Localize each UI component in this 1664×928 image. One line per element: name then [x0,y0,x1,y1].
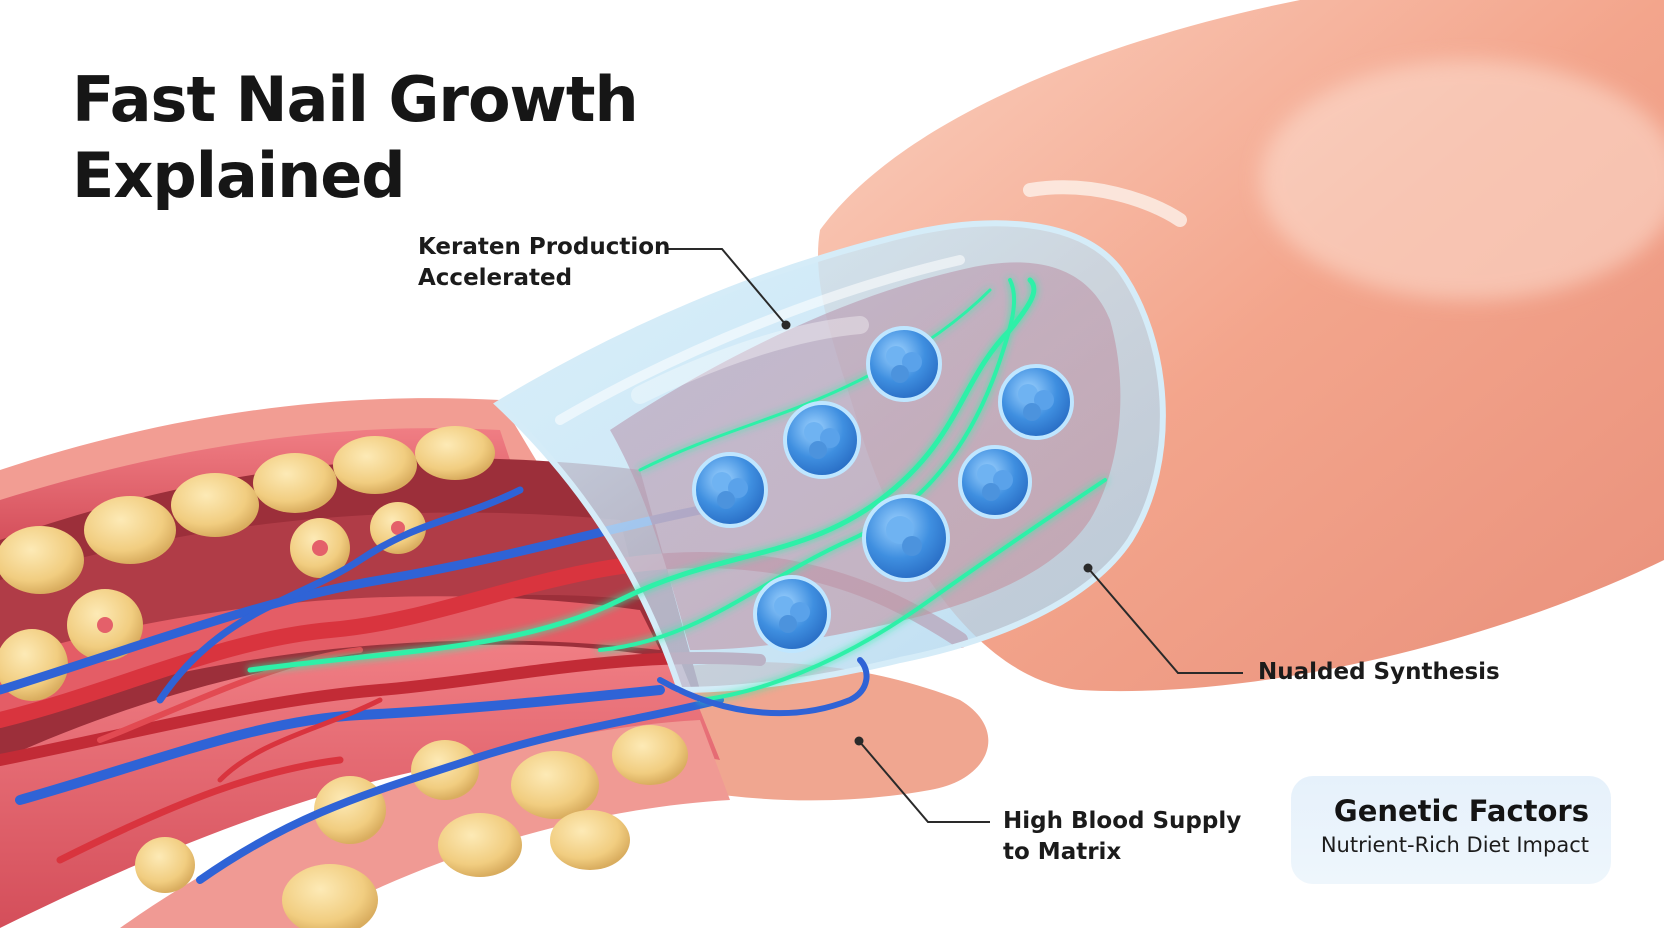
cell-icon [692,452,768,528]
leader-dot-keratin [781,320,791,330]
callout-blood-supply: High Blood Supply to Matrix [1003,806,1241,868]
leader-dot-synthesis [1083,563,1093,573]
title-line-2: Explained [72,139,406,212]
info-box-subtitle: Nutrient-Rich Diet Impact [1320,833,1589,857]
cell-icon [998,364,1074,440]
callout-leaders [666,248,1243,823]
callout-keratin-line-1: Keraten Production [418,234,671,260]
cell-icon [783,401,861,479]
title-line-1: Fast Nail Growth [72,63,639,136]
fat-cells [0,426,688,928]
callout-keratin: Keraten Production Accelerated [418,232,670,294]
info-box-title: Genetic Factors [1333,794,1589,828]
cell-icon [958,445,1032,519]
leader-synthesis [1087,567,1243,674]
callout-synthesis-line-1: Nualded Synthesis [1258,659,1500,685]
callout-blood-line-1: High Blood Supply [1003,808,1242,834]
cell-icon [862,494,950,582]
info-box: Genetic Factors Nutrient-Rich Diet Impac… [1291,776,1611,884]
cell-icon [866,326,942,402]
callout-synthesis: Nualded Synthesis [1258,657,1500,688]
callout-keratin-line-2: Accelerated [418,265,573,291]
leader-keratin [666,248,787,326]
leader-dot-blood [854,736,864,746]
page-title: Fast Nail Growth Explained [72,62,639,214]
keratin-cells [692,326,1074,653]
cell-icon [753,575,831,653]
leader-blood [858,740,990,823]
callout-blood-line-2: to Matrix [1003,839,1122,865]
